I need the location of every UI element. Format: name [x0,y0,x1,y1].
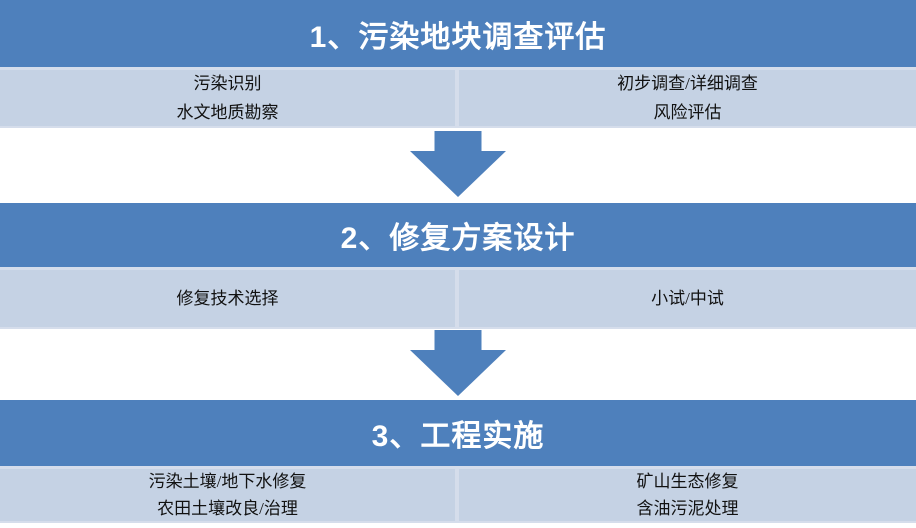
section-2-cells: 修复技术选择 小试/中试 [0,270,916,329]
section-3-divider-line [0,466,916,469]
section-2-left-cell: 修复技术选择 [0,270,455,327]
section-1-cells: 污染识别 水文地质勘察 初步调查/详细调查 风险评估 [0,70,916,128]
column-divider [455,270,459,327]
section-3-right-cell: 矿山生态修复 含油污泥处理 [459,469,916,521]
section-1-title: 1、污染地块调查评估 [309,20,607,54]
down-arrow-icon [410,131,506,197]
down-arrow-icon [410,330,506,396]
section-3-header: 3、工程实施 [0,400,916,466]
section-3-left-cell: 污染土壤/地下水修复 农田土壤改良/治理 [0,469,455,521]
section-3-title: 3、工程实施 [371,420,545,453]
section-1-divider-line [0,67,916,70]
section-2-divider-line [0,267,916,270]
flow-step-label: 含油污泥处理 [636,499,739,518]
section-2-right-cell: 小试/中试 [459,270,916,327]
flow-step-label: 初步调查/详细调查 [617,74,758,93]
section-2-title: 2、修复方案设计 [340,222,576,255]
column-divider [455,469,459,521]
column-divider [455,70,459,126]
flow-step-label: 小试/中试 [651,289,724,308]
section-1-header: 1、污染地块调查评估 [0,0,916,67]
section-1-right-cell: 初步调查/详细调查 风险评估 [459,70,916,126]
section-1-left-cell: 污染识别 水文地质勘察 [0,70,455,126]
flow-step-label: 矿山生态修复 [636,472,739,491]
flow-step-label: 修复技术选择 [176,289,279,308]
flow-step-label: 水文地质勘察 [176,103,279,122]
flow-step-label: 风险评估 [653,103,722,122]
flow-step-label: 污染土壤/地下水修复 [148,472,307,491]
flow-step-label: 农田土壤改良/治理 [157,499,298,518]
section-2-header: 2、修复方案设计 [0,203,916,267]
section-3-cells: 污染土壤/地下水修复 农田土壤改良/治理 矿山生态修复 含油污泥处理 [0,469,916,523]
flow-step-label: 污染识别 [193,74,262,93]
